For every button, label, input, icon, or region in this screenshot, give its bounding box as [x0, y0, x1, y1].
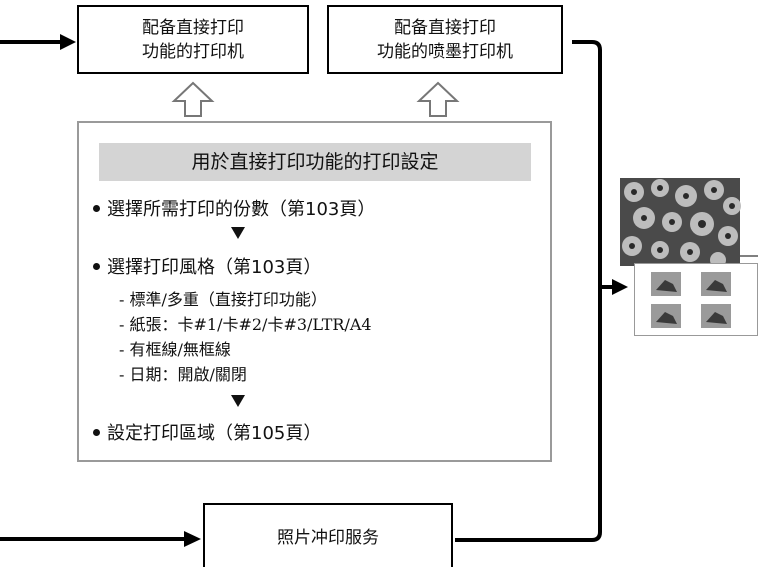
step-select-style-label: 選擇打印風格（第103頁）: [107, 257, 322, 278]
photo-service-box: 照片冲印服务: [203, 503, 453, 567]
arrow-into-printer-box: [0, 34, 76, 50]
step-select-copies-label: 選擇所需打印的份數（第103頁）: [107, 199, 376, 220]
option-date: - 日期：開啟/關閉: [119, 365, 247, 384]
thumbnail-bird-icon: [651, 272, 681, 296]
option-border: - 有框線/無框線: [119, 340, 231, 359]
thumbnail-bird-icon: [701, 272, 731, 296]
flower-photo: [620, 178, 758, 268]
inkjet-box-line1: 配备直接打印: [394, 18, 496, 38]
print-settings-panel: 用於直接打印功能的打印設定 選擇所需打印的份數（第103頁） 選擇打印風格（第1…: [77, 121, 552, 462]
down-triangle-icon: [231, 227, 245, 239]
hollow-up-arrow-icon: [171, 81, 215, 117]
multi-layout-print: [634, 263, 758, 336]
output-bracket: [455, 40, 602, 542]
down-triangle-icon: [231, 395, 245, 407]
bullet-icon: [93, 262, 100, 270]
thumbnail-bird-icon: [651, 304, 681, 328]
settings-title: 用於直接打印功能的打印設定: [99, 143, 531, 181]
step-select-copies: 選擇所需打印的份數（第103頁）: [93, 195, 375, 221]
option-layout: - 標準/多重（直接打印功能）: [119, 290, 327, 309]
step-set-print-area-label: 設定打印區域（第105頁）: [107, 423, 322, 444]
photo-service-label: 照片冲印服务: [277, 528, 379, 548]
arrow-to-prints: [600, 279, 628, 295]
hollow-up-arrow-icon: [416, 81, 460, 117]
step-select-style: 選擇打印風格（第103頁）: [93, 253, 321, 279]
printed-result-illustration: [620, 178, 758, 338]
step-set-print-area: 設定打印區域（第105頁）: [93, 419, 321, 445]
inkjet-box-line2: 功能的喷墨打印机: [377, 42, 513, 62]
bullet-icon: [93, 428, 100, 436]
printer-box-line2: 功能的打印机: [142, 42, 244, 62]
option-paper: - 紙張：卡#1/卡#2/卡#3/LTR/A4: [119, 315, 372, 334]
thumbnail-bird-icon: [701, 304, 731, 328]
printer-box-line1: 配备直接打印: [142, 18, 244, 38]
inkjet-printer-box: 配备直接打印 功能的喷墨打印机: [327, 5, 563, 74]
bullet-icon: [93, 204, 100, 212]
arrow-into-photo-service: [0, 531, 201, 547]
direct-print-printer-box: 配备直接打印 功能的打印机: [77, 5, 309, 74]
